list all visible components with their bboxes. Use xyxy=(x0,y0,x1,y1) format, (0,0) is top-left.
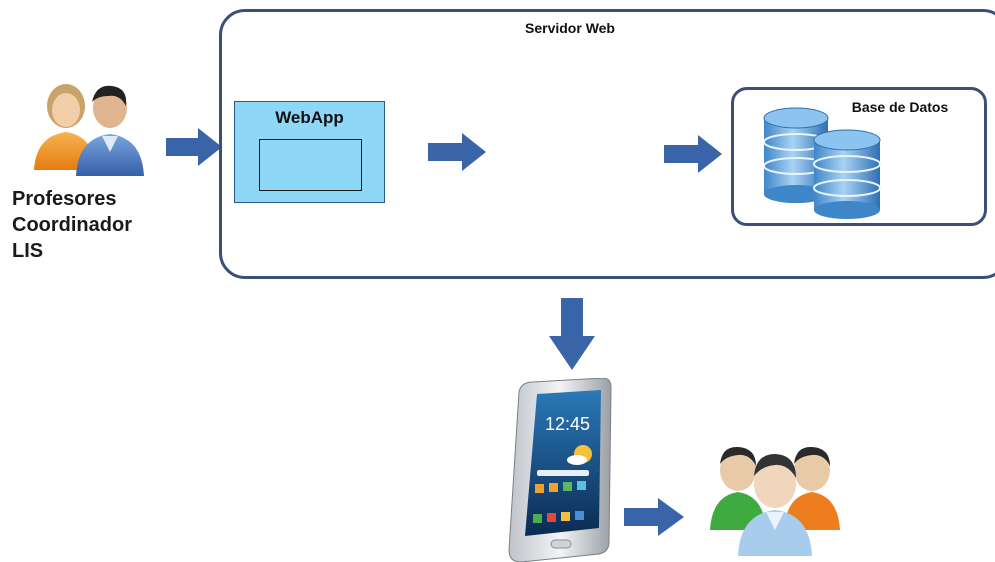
arrow-down-icon xyxy=(549,298,595,370)
webapp-inner-frame xyxy=(259,139,362,191)
users-label-line: Coordinador xyxy=(12,214,132,236)
users-label: Profesores Coordinador LIS xyxy=(12,186,132,264)
users-pair-icon xyxy=(34,84,144,176)
webapp-title: WebApp xyxy=(275,108,344,127)
user-group-icon xyxy=(710,446,840,556)
users-label-line: Profesores xyxy=(12,188,117,210)
phone-clock: 12:45 xyxy=(545,414,590,434)
server-box xyxy=(219,9,995,279)
database-icon xyxy=(763,107,881,219)
arrow-right-icon xyxy=(624,498,684,536)
arrow-right-icon xyxy=(664,135,722,173)
database-box xyxy=(731,87,987,226)
users-label-line: LIS xyxy=(12,240,44,262)
database-title: Base de Datos xyxy=(851,99,949,115)
arrow-right-icon xyxy=(428,133,486,171)
arrow-right-icon xyxy=(166,128,222,166)
smartphone-icon: 12:45 xyxy=(508,378,612,562)
server-title: Servidor Web xyxy=(525,20,615,36)
